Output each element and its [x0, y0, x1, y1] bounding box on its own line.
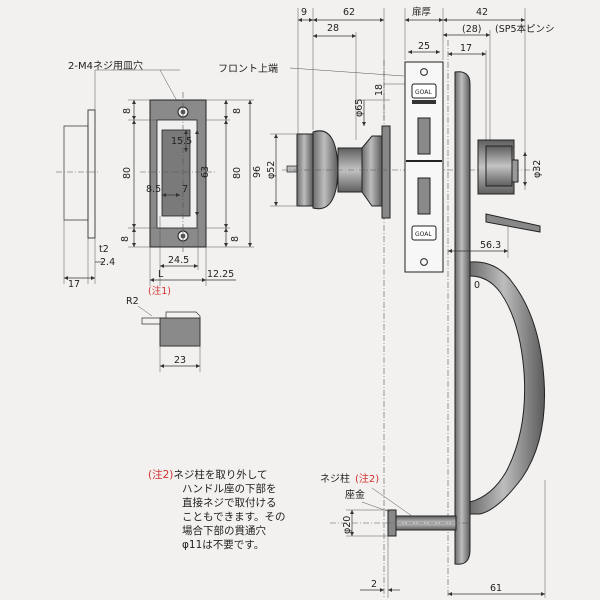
- dim-17-top: 17: [460, 43, 472, 54]
- dim-8-5: 8.5: [146, 184, 161, 195]
- front-top-label: フロント上端: [218, 62, 278, 75]
- dim-24-5: 24.5: [168, 255, 189, 266]
- dim-42: 42: [476, 7, 488, 18]
- dim-62: 62: [343, 7, 355, 18]
- dim-zero: 0: [474, 280, 480, 291]
- dim-7: 7: [182, 184, 188, 195]
- note2-block: (注2)ネジ柱を取り外して ハンドル座の下部を 直接ネジで取付ける こともできま…: [148, 468, 318, 552]
- screw-post-note: (注2): [355, 472, 379, 485]
- note2-line3: 直接ネジで取付ける: [182, 497, 277, 509]
- dim-phi52: φ52: [266, 161, 277, 179]
- brand-mark-bottom: GOAL: [415, 231, 432, 238]
- note2-head: (注2): [148, 469, 174, 481]
- dim-61: 61: [490, 583, 502, 594]
- washer-label: 座金: [345, 488, 365, 501]
- dim-18: 18: [374, 84, 385, 96]
- dim-63: 63: [200, 166, 211, 178]
- dim-L: L: [158, 269, 164, 280]
- note2-line6: φ11は不要です。: [182, 539, 265, 551]
- screw-holes-label: 2-M4ネジ用皿穴: [68, 59, 143, 72]
- dim-23: 23: [174, 355, 186, 366]
- dim-9: 9: [301, 7, 307, 18]
- dim-56-3: 56.3: [480, 240, 501, 251]
- brand-mark-top: GOAL: [415, 89, 432, 96]
- top-dimensions: 9 62 扉厚 42 28 (28) (SP5本ピンシ 25 17: [297, 6, 555, 180]
- dim-15-5: 15.5: [171, 136, 192, 147]
- dim-phi65: φ65: [354, 99, 365, 117]
- dim-2: 2: [371, 579, 377, 590]
- note2-line4: こともできます。その: [182, 511, 286, 523]
- dim-25: 25: [418, 41, 430, 52]
- screw-post-label: ネジ柱: [320, 472, 350, 485]
- note1-label: (注1): [148, 285, 171, 297]
- dim-80-left: 80: [122, 167, 133, 179]
- lock-faceplate: GOAL GOAL: [404, 61, 444, 273]
- dim-12-25: 12.25: [207, 269, 234, 280]
- dim-phi20: φ20: [342, 516, 353, 534]
- dim-96: 96: [252, 166, 263, 178]
- strike-box-detail: R2 23: [126, 296, 201, 372]
- dim-8-a: 8: [122, 108, 133, 114]
- dim-8-d: 8: [230, 236, 241, 242]
- dim-28: 28: [327, 23, 339, 34]
- strike-plate-front: 2-M4ネジ用皿穴 8 80 8 15.5 63 8.5 7: [68, 59, 263, 297]
- r2-label: R2: [126, 296, 139, 307]
- sp5-label: (SP5本ピンシ: [495, 23, 555, 35]
- dim-t2: t2: [99, 244, 109, 255]
- note2-line1: ネジ柱を取り外して: [173, 469, 268, 481]
- dim-phi32: φ32: [532, 160, 543, 178]
- dim-8-c: 8: [232, 108, 243, 114]
- handle-assembly: φ32 56.3 0 ネジ柱 (注2) 座金 φ20 2 61: [320, 71, 546, 598]
- door-thickness-label: 扉厚: [412, 6, 432, 18]
- dim-28-paren: (28): [462, 24, 482, 35]
- dim-17-strike: 17: [68, 279, 80, 290]
- dim-2-4: 2.4: [100, 257, 115, 268]
- strike-side-view: 17 2.4 t2: [56, 109, 115, 290]
- note2-line5: 場合下部の貫通穴: [182, 525, 266, 537]
- dim-80-right: 80: [232, 167, 243, 179]
- note2-line2: ハンドル座の下部を: [182, 483, 277, 495]
- dim-8-b: 8: [120, 236, 131, 242]
